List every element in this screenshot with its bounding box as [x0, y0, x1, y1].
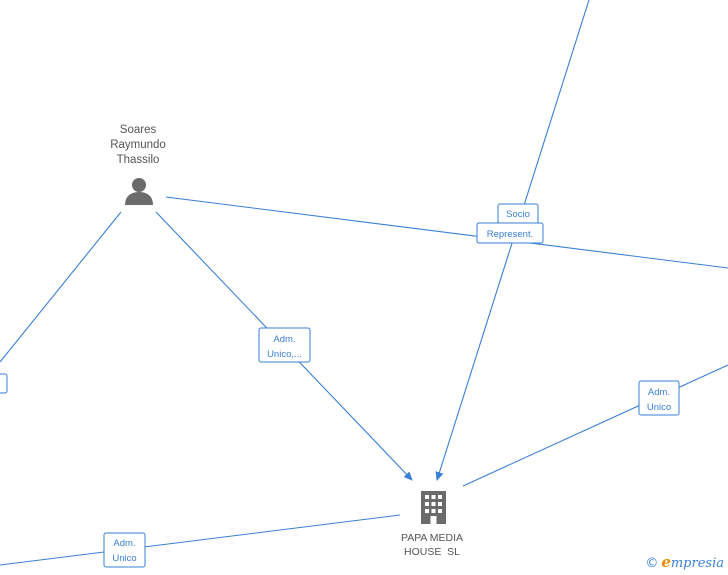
company-node[interactable]: PAPA MEDIA HOUSE SL: [401, 491, 463, 558]
edge-label-person-company-line1: Adm.: [273, 334, 295, 345]
edge-label-bottom-company-line2: Unico: [112, 553, 136, 564]
edge-label-person-company[interactable]: Adm. Unico,...: [258, 327, 311, 363]
edge-label-person-company-line2: Unico,...: [267, 349, 302, 360]
edge-label-right-company-line1: Adm.: [648, 387, 670, 398]
company-name-line1: PAPA MEDIA: [401, 532, 463, 544]
edge-label-socio-text: Socio: [506, 209, 530, 220]
person-icon: [125, 178, 153, 205]
edge-label-bottom-company-line1: Adm.: [113, 538, 135, 549]
person-node[interactable]: Soares Raymundo Thassilo: [110, 124, 166, 205]
edge-label-right-company-line2: Unico: [647, 402, 671, 413]
building-icon: [421, 491, 446, 524]
person-name-line2: Raymundo: [110, 139, 166, 151]
edge-label-represent[interactable]: Represent.: [476, 222, 544, 244]
edge-right-company[interactable]: [462, 364, 728, 487]
copyright-icon: ©: [645, 556, 659, 571]
edge-label-represent-text: Represent.: [487, 229, 533, 240]
edge-label-bottom-company[interactable]: Adm. Unico: [103, 532, 146, 568]
brand-e: e: [661, 553, 671, 571]
person-name-line3: Thassilo: [117, 154, 160, 166]
empresia-logo[interactable]: ©empresia: [645, 553, 724, 571]
edge-label-left-stub[interactable]: [0, 373, 8, 394]
person-name-line1: Soares: [120, 124, 157, 136]
edge-person-left: [0, 211, 122, 363]
edge-bottom-company[interactable]: [0, 514, 401, 566]
edge-person-right[interactable]: [165, 196, 728, 269]
edge-label-right-company[interactable]: Adm. Unico: [638, 380, 680, 416]
brand-rest: mpresia: [670, 556, 724, 571]
company-name-line2: HOUSE SL: [404, 546, 460, 558]
